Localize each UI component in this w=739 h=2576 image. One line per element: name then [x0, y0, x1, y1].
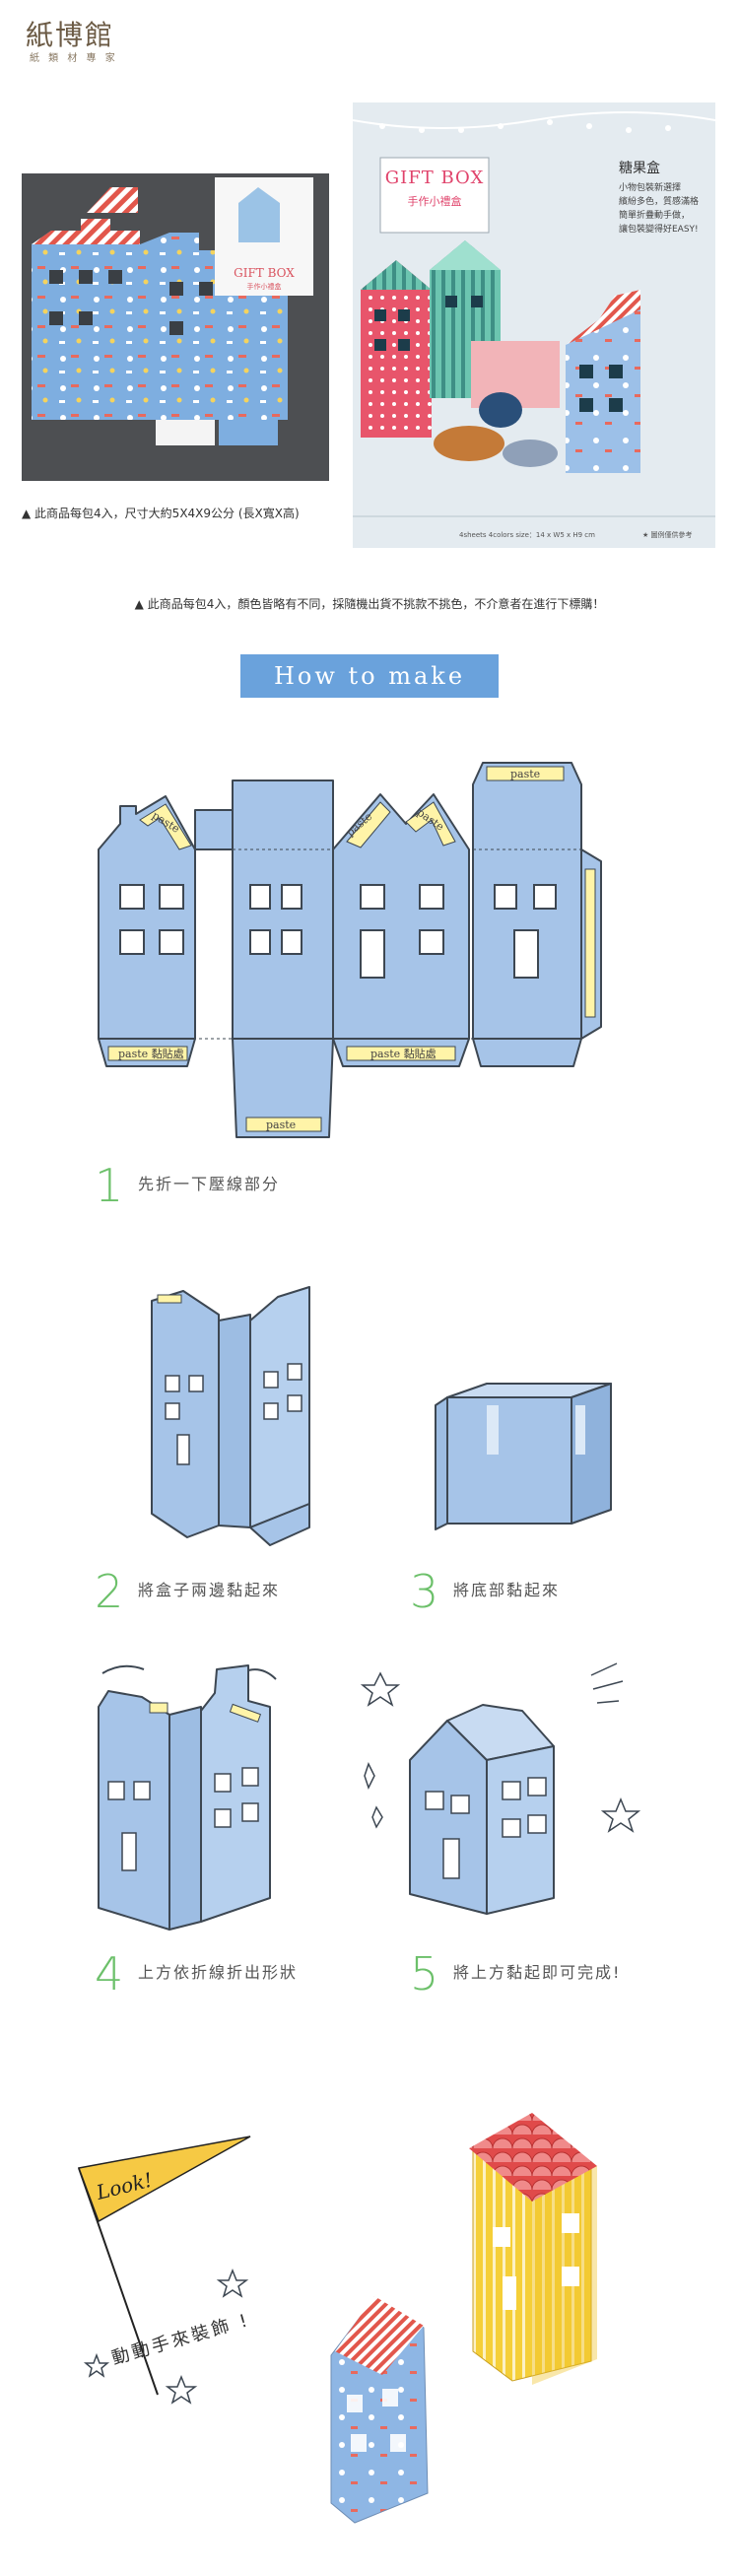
mini-box-subtitle: 手作小禮盒	[246, 283, 282, 291]
promo-desc-line: 讓包裝變得好EASY!	[619, 225, 699, 235]
product-caption: ▲ 此商品每包4入，尺寸大約5X4X9公分 (長X寬X高)	[22, 507, 300, 520]
promo-card	[352, 102, 716, 548]
step-number: 5	[410, 1947, 439, 2000]
paste-label: paste 黏貼處	[118, 1047, 184, 1060]
step5-illustration	[357, 1652, 652, 1928]
step-text: 將盒子兩邊黏起來	[138, 1581, 281, 1599]
step-number: 4	[95, 1947, 124, 2000]
promo-size: 4sheets 4colors size：14 x W5 x H9 cm	[459, 531, 595, 539]
how-to-make-banner	[240, 654, 499, 698]
promo-desc-line: 小物包裝新選擇	[619, 183, 682, 193]
promo-desc-line: 簡單折疊動手做，	[619, 211, 691, 221]
product-photo	[22, 173, 329, 481]
step-text: 將底部黏起來	[453, 1581, 561, 1599]
step-number: 1	[95, 1159, 124, 1212]
step-text: 將上方黏起即可完成!	[453, 1963, 622, 1982]
notice-text: ▲ 此商品每包4入，顏色皆略有不同，採隨機出貨不挑款不挑色，不介意者在進行下標購…	[134, 597, 605, 611]
step2-illustration	[142, 1281, 319, 1547]
box-template: paste 黏貼處 paste 黏貼處 paste paste paste pa…	[89, 751, 611, 1255]
promo-desc-line: 繽紛多色，質感滿格	[619, 197, 700, 207]
step-number: 2	[95, 1565, 124, 1618]
how-to-make-title: How to make	[273, 662, 466, 690]
promo-note: ★ 圖例僅供參考	[642, 531, 693, 539]
brand-logo: 紙博館	[26, 19, 115, 51]
finished-boxes: Look!	[39, 2079, 729, 2572]
step4-illustration	[93, 1656, 290, 1932]
paste-label: paste 黏貼處	[370, 1047, 437, 1060]
promo-label: 糖果盒	[619, 161, 660, 176]
promo-subtitle: 手作小禮盒	[407, 195, 462, 208]
promo-desc: 小物包裝新選擇 繽紛多色，質感滿格 簡單折疊動手做， 讓包裝變得好EASY!	[619, 181, 699, 237]
brand-tagline: 紙 類 材 專 家	[30, 53, 118, 64]
paste-label: paste	[266, 1119, 296, 1131]
step3-illustration	[428, 1376, 615, 1533]
mini-box-title: GIFT BOX	[234, 266, 295, 280]
step-text: 上方依折線折出形狀	[138, 1963, 299, 1982]
paste-label: paste	[510, 768, 540, 780]
step-number: 3	[410, 1565, 439, 1618]
promo-title: GIFT BOX	[384, 168, 485, 188]
step-text: 先折一下壓線部分	[138, 1175, 281, 1193]
